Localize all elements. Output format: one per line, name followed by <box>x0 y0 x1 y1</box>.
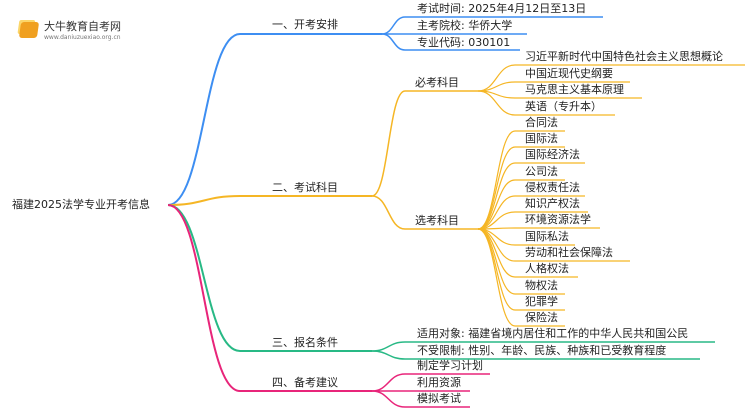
connector <box>381 33 406 51</box>
branch-exam-subjects[interactable]: 二、考试科目 <box>272 181 338 194</box>
connector <box>371 350 406 360</box>
connector <box>167 195 241 206</box>
logo-title: 大牛教育自考网 <box>44 20 121 33</box>
connector <box>371 373 406 392</box>
elective-subject[interactable]: 国际私法 <box>525 230 569 243</box>
leaf-plan[interactable]: 制定学习计划 <box>417 359 483 372</box>
logo-url: www.daniuzuexiao.org.cn <box>44 34 121 41</box>
connector <box>371 341 406 352</box>
root-node[interactable]: 福建2025法学专业开考信息 <box>12 198 150 211</box>
required-subject[interactable]: 中国近现代史纲要 <box>525 67 613 80</box>
connector <box>167 33 241 206</box>
connector <box>477 228 516 295</box>
elective-subject[interactable]: 知识产权法 <box>525 197 580 210</box>
connector <box>477 162 516 230</box>
required-subject[interactable]: 英语（专升本） <box>525 100 602 113</box>
connector <box>371 90 406 197</box>
branch-prep-advice[interactable]: 四、备考建议 <box>272 376 338 389</box>
elective-subject[interactable]: 保险法 <box>525 311 558 324</box>
connector <box>477 228 516 311</box>
elective-subject[interactable]: 合同法 <box>525 116 558 129</box>
connector <box>477 90 516 116</box>
connector <box>167 204 241 352</box>
connector <box>381 16 406 35</box>
branch-registration[interactable]: 三、报名条件 <box>272 336 338 349</box>
connector <box>477 228 516 327</box>
connector <box>371 390 406 408</box>
elective-subject[interactable]: 劳动和社会保障法 <box>525 246 613 259</box>
connector <box>477 146 516 230</box>
elective-subject[interactable]: 国际法 <box>525 132 558 145</box>
elective-subject[interactable]: 环境资源法学 <box>525 213 591 226</box>
connector <box>477 130 516 230</box>
branch-exam-schedule[interactable]: 一、开考安排 <box>272 18 338 31</box>
elective-subject[interactable]: 侵权责任法 <box>525 181 580 194</box>
elective-subject[interactable]: 物权法 <box>525 279 558 292</box>
leaf-major-code[interactable]: 专业代码: 030101 <box>417 36 511 49</box>
connector <box>167 204 241 392</box>
elective-subject[interactable]: 国际经济法 <box>525 148 580 161</box>
elective-subject[interactable]: 犯罪学 <box>525 295 558 308</box>
leaf-no-limit[interactable]: 不受限制: 性别、年龄、民族、种族和已受教育程度 <box>417 344 667 357</box>
logo: 大牛教育自考网 www.daniuzuexiao.org.cn <box>18 18 121 41</box>
elective-subject[interactable]: 公司法 <box>525 165 558 178</box>
leaf-mock-exam[interactable]: 模拟考试 <box>417 392 461 405</box>
required-subject[interactable]: 习近平新时代中国特色社会主义思想概论 <box>525 50 723 63</box>
book-icon <box>18 21 40 38</box>
leaf-resources[interactable]: 利用资源 <box>417 376 461 389</box>
group-elective[interactable]: 选考科目 <box>415 214 459 227</box>
leaf-target[interactable]: 适用对象: 福建省境内居住和工作的中华人民共和国公民 <box>417 327 689 340</box>
leaf-school[interactable]: 主考院校: 华侨大学 <box>417 19 513 32</box>
connector <box>371 195 406 230</box>
required-subject[interactable]: 马克思主义基本原理 <box>525 83 624 96</box>
elective-subject[interactable]: 人格权法 <box>525 262 569 275</box>
group-required[interactable]: 必考科目 <box>415 76 459 89</box>
leaf-exam-time[interactable]: 考试时间: 2025年4月12日至13日 <box>417 2 587 15</box>
